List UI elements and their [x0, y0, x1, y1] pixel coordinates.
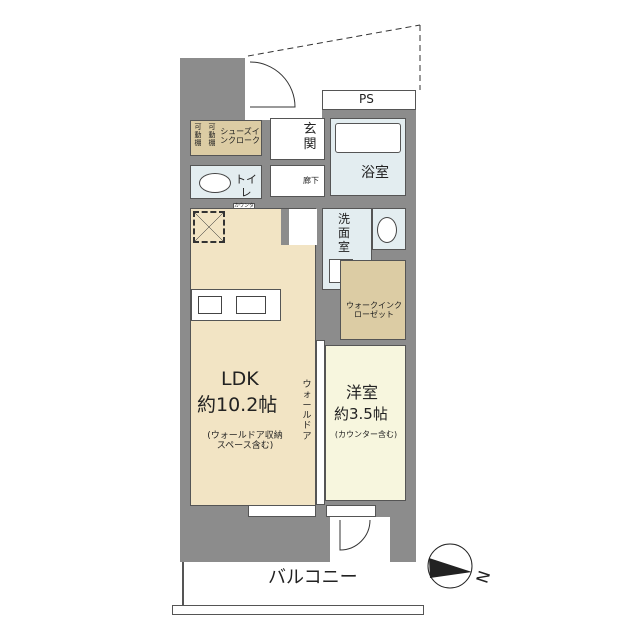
shelf-label-1: 可動棚 [194, 123, 202, 148]
ldk-window [248, 505, 316, 517]
balcony-door-swing-icon [339, 519, 371, 551]
entrance-door-area [245, 58, 322, 120]
ldk: LDK 約10.2帖 (ウォールドア収納スペース含む) [190, 208, 317, 506]
genkan: 玄関 [270, 118, 325, 160]
ps-shaft: PS [322, 90, 416, 110]
toilet-bowl-icon [199, 173, 231, 193]
bathroom: 浴室 [330, 118, 406, 196]
corridor-label: 廊下 [303, 176, 319, 185]
western-room: 洋室 約3.5帖 (カウンター含む) [325, 345, 406, 501]
ldk-name: LDK [221, 368, 259, 390]
shoe-closet-label: シューズインクローク [220, 127, 260, 146]
balcony: バルコニー [182, 562, 414, 606]
wall-door-label: ウォールドア [302, 380, 312, 442]
western-window [326, 505, 376, 517]
balcony-ledge [172, 605, 424, 615]
entrance-door-swing-icon [249, 61, 296, 108]
western-note: (カウンター含む) [334, 430, 398, 439]
balcony-label: バルコニー [268, 567, 358, 588]
basin-icon [377, 217, 397, 243]
genkan-label: 玄関 [303, 122, 317, 152]
western-size: 約3.5帖 [334, 405, 388, 423]
bathtub [335, 123, 401, 153]
corridor: 廊下 [270, 165, 325, 197]
boundary-dashed-line [247, 24, 421, 57]
ldk-note: (ウォールドア収納スペース含む) [207, 431, 283, 452]
left-wall-block-bottom [180, 500, 248, 562]
compass-icon [427, 543, 473, 589]
ldk-size: 約10.2帖 [197, 394, 278, 416]
wic-label: ウォークインクローゼット [346, 301, 402, 320]
pipe-space-icon [193, 211, 225, 243]
toilet-label: トイレ [235, 173, 257, 199]
western-name: 洋室 [346, 383, 379, 402]
bath-label: 浴室 [361, 165, 389, 181]
washroom-label: 洗面室 [337, 212, 350, 254]
stove-icon [198, 296, 222, 314]
walk-in-closet: ウォークインクローゼット [340, 260, 406, 340]
shoe-closet: 可動棚 可動棚 シューズインクローク [190, 120, 262, 156]
sink-icon [236, 296, 266, 314]
left-wall-block-top [180, 58, 245, 113]
hallway-notch [281, 209, 317, 245]
toilet: トイレ [190, 165, 262, 199]
kitchen-counter [191, 289, 281, 321]
wall-door-storage [316, 340, 325, 505]
ps-label: PS [359, 92, 374, 106]
vanity [372, 208, 406, 250]
shelf-label-2: 可動棚 [208, 123, 216, 148]
